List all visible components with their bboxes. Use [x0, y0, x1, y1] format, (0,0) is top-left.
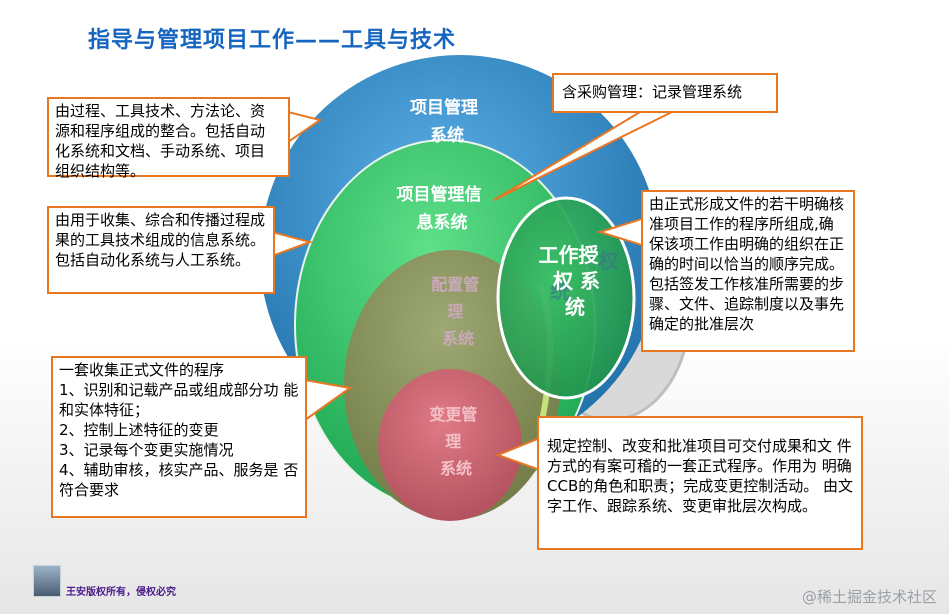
label-change-mgmt: 变更管 理 系统	[429, 405, 483, 478]
label-work-auth-shadow: 权 统	[550, 249, 625, 303]
callout-pm-system: 由过程、工具技术、方法论、资 源和程序组成的整合。包括自动 化系统和文档、手动系…	[47, 97, 290, 180]
copyright-text: 王安版权所有，侵权必究	[66, 587, 176, 598]
label-config-mgmt: 配置管 理 系统	[431, 275, 485, 348]
label-pmis: 项目管理信 息系统	[397, 184, 488, 233]
watermark: @稀土掘金技术社区	[801, 588, 937, 606]
callout-pmis: 由用于收集、综合和传播过程成果的工具技术组成的信息系统。包括自动化系统与人工系统…	[47, 206, 275, 294]
callout-work-auth: 由正式形成文件的若干明确核准项目工作的程序所组成,确保该项工作由明确的组织在正确…	[641, 190, 855, 352]
callout-procurement: 含采购管理：记录管理系统	[552, 73, 778, 113]
page-title: 指导与管理项目工作——工具与技术	[88, 28, 457, 53]
callout-config: 一套收集正式文件的程序 1、识别和记载产品或组成部分功 能和实体特征； 2、控制…	[51, 356, 307, 518]
callout-change: 规定控制、改变和批准项目可交付成果和文 件方式的有案可稽的一套正式程序。作用为 …	[537, 416, 863, 550]
label-project-mgmt-system: 项目管理 系统	[410, 97, 484, 146]
author-avatar	[33, 565, 61, 597]
label-work-auth: 工作授 权 系 统	[539, 243, 607, 319]
change-mgmt-circle	[378, 369, 522, 521]
work-auth-circle	[496, 196, 636, 400]
